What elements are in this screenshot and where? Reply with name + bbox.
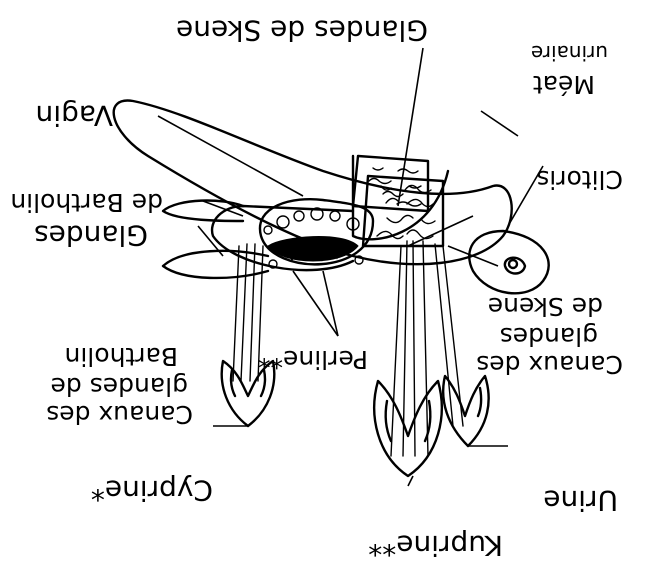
rotated-illustration: Glandes de Skene Méat urinaire Vagin Cli… — [10, 14, 623, 562]
plume-urine — [443, 376, 488, 446]
label-glandes-de-skene: Glandes de Skene — [176, 14, 428, 47]
label-glandes-bartholin-line2: de Bartholin — [10, 188, 163, 217]
label-kuprine: Kuprine** — [368, 529, 503, 562]
label-canaux-skene-line1: Canaux des — [476, 350, 623, 379]
label-canaux-bartholin-line3: Bartholin — [65, 342, 178, 371]
label-canaux-skene-line3: de Skene — [488, 292, 603, 321]
label-canaux-bartholin-line1: Canaux des — [46, 400, 193, 429]
label-clitoris: Clitoris — [536, 165, 623, 194]
label-urine: Urine — [543, 484, 618, 517]
plume-kuprine — [374, 381, 442, 476]
label-canaux-skene-line2: glandes — [500, 322, 598, 351]
labels: Glandes de Skene Méat urinaire Vagin Cli… — [10, 14, 623, 562]
label-glandes-bartholin-line1: Glandes — [34, 219, 148, 252]
bartholin-gland-lower — [163, 251, 268, 278]
label-canaux-bartholin-line2: glandes de — [51, 372, 188, 401]
label-meat-line2: urinaire — [531, 41, 608, 65]
label-meat-line1: Méat — [533, 70, 595, 99]
label-cyprine: Cyprine* — [91, 474, 213, 507]
label-vagin: Vagin — [36, 99, 113, 132]
label-perline: Perline** — [258, 345, 368, 374]
